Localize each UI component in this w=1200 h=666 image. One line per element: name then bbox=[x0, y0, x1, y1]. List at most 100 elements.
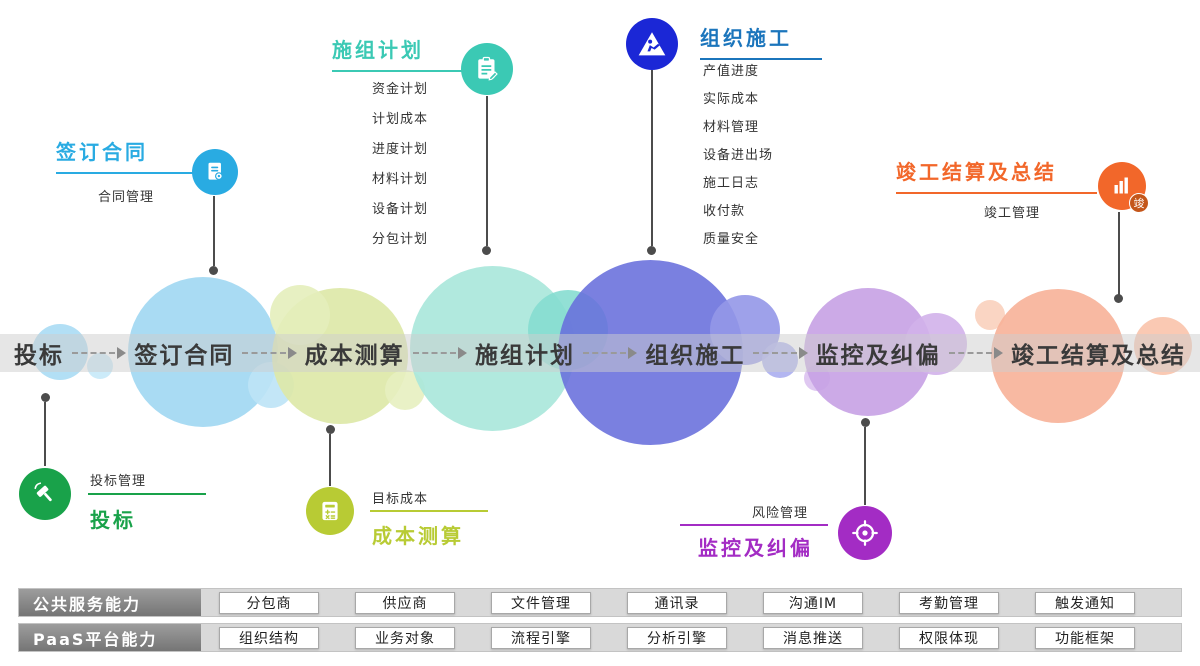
stage-organize-construction: 组织施工 bbox=[645, 343, 746, 369]
capability-item: 权限体现 bbox=[899, 626, 999, 649]
construction-plan-items: 资金计划 计划成本 进度计划 材料计划 设备计划 分包计划 bbox=[372, 78, 428, 247]
row-label: PaaS平台能力 bbox=[19, 624, 201, 651]
calculator-icon bbox=[306, 487, 354, 535]
completion-badge: 竣 bbox=[1129, 193, 1149, 213]
arrow-head bbox=[628, 347, 638, 359]
connector-dot bbox=[861, 418, 870, 427]
list-item: 分包计划 bbox=[372, 232, 429, 247]
arrow-dash bbox=[753, 352, 797, 354]
roadwork-icon bbox=[626, 18, 678, 70]
construction-plan-title: 施组计划 bbox=[332, 34, 472, 72]
flow-arrow-icon bbox=[948, 347, 1003, 359]
capability-item: 考勤管理 bbox=[899, 591, 999, 614]
capability-item: 触发通知 bbox=[1035, 591, 1135, 614]
arrow-head bbox=[287, 347, 297, 359]
arrow-head bbox=[457, 347, 467, 359]
bidding-title: 投标 bbox=[90, 508, 136, 532]
clipboard-glyph bbox=[478, 56, 498, 81]
monitoring-underline bbox=[680, 524, 828, 526]
list-item: 实际成本 bbox=[703, 92, 760, 107]
arrow-head bbox=[117, 347, 127, 359]
flow-arrow-icon bbox=[753, 347, 808, 359]
arrow-dash bbox=[582, 352, 627, 354]
connector-line bbox=[1118, 212, 1120, 296]
capability-item: 沟通IM bbox=[763, 591, 863, 614]
capability-item: 供应商 bbox=[355, 591, 455, 614]
list-item: 质量安全 bbox=[703, 232, 760, 247]
bars-glyph bbox=[1114, 177, 1128, 194]
stage-cost-estimate: 成本测算 bbox=[304, 343, 405, 369]
cost-estimate-underline bbox=[370, 510, 488, 512]
document-gear-glyph bbox=[208, 162, 223, 181]
stage-sign-contract: 签订合同 bbox=[134, 343, 235, 369]
stage-completion: 竣工结算及总结 bbox=[1010, 343, 1186, 369]
list-item: 收付款 bbox=[703, 204, 746, 219]
connector-line bbox=[651, 70, 653, 246]
connector-dot bbox=[326, 425, 335, 434]
list-item: 设备计划 bbox=[372, 202, 429, 217]
list-item: 产值进度 bbox=[703, 64, 760, 79]
arrow-dash bbox=[412, 352, 456, 354]
capability-item: 消息推送 bbox=[763, 626, 863, 649]
monitoring-title: 监控及纠偏 bbox=[698, 536, 813, 560]
connector-dot bbox=[482, 246, 491, 255]
arrow-head bbox=[993, 347, 1003, 359]
list-item: 资金计划 bbox=[372, 82, 429, 97]
stage-bidding: 投标 bbox=[14, 343, 64, 369]
sign-contract-title: 签订合同 bbox=[56, 136, 196, 174]
arrow-dash bbox=[72, 352, 116, 354]
connector-line bbox=[486, 96, 488, 246]
flow-arrow-icon bbox=[412, 347, 467, 359]
connector-dot bbox=[647, 246, 656, 255]
cost-estimate-item: 目标成本 bbox=[372, 492, 429, 507]
connector-dot bbox=[209, 266, 218, 275]
building-chart-icon: 竣 bbox=[1098, 162, 1149, 213]
sign-contract-item: 合同管理 bbox=[98, 190, 155, 205]
row-label: 公共服务能力 bbox=[19, 589, 201, 616]
capability-item: 流程引擎 bbox=[491, 626, 591, 649]
list-item: 计划成本 bbox=[372, 112, 429, 127]
arrow-dash bbox=[948, 352, 992, 354]
stage-monitoring: 监控及纠偏 bbox=[815, 343, 941, 369]
list-item: 设备进出场 bbox=[703, 148, 774, 163]
list-item: 施工日志 bbox=[703, 176, 760, 191]
capability-item: 业务对象 bbox=[355, 626, 455, 649]
flow-arrow-icon bbox=[582, 347, 638, 359]
connector-dot bbox=[1114, 294, 1123, 303]
timeline-band: 投标 签订合同 成本测算 施组计划 组织施工 监控及纠偏 竣工结算及总结 bbox=[0, 334, 1200, 372]
bidding-item: 投标管理 bbox=[90, 474, 147, 489]
gavel-glyph bbox=[34, 482, 52, 502]
contract-document-icon bbox=[192, 149, 238, 195]
capability-items: 组织结构 业务对象 流程引擎 分析引擎 消息推送 权限体现 功能框架 bbox=[201, 626, 1181, 649]
roadwork-glyph bbox=[638, 32, 666, 56]
target-icon bbox=[838, 506, 892, 560]
gavel-icon bbox=[19, 468, 71, 520]
organize-construction-title: 组织施工 bbox=[700, 22, 822, 60]
capability-items: 分包商 供应商 文件管理 通讯录 沟通IM 考勤管理 触发通知 bbox=[201, 591, 1181, 614]
bidding-underline bbox=[88, 493, 206, 495]
connector-line bbox=[44, 402, 46, 466]
arrow-head bbox=[798, 347, 808, 359]
completion-item: 竣工管理 bbox=[984, 206, 1041, 221]
capability-item: 文件管理 bbox=[491, 591, 591, 614]
clipboard-plan-icon bbox=[461, 43, 513, 95]
flow-arrow-icon bbox=[242, 347, 297, 359]
connector-line bbox=[864, 427, 866, 505]
stage-construction-plan: 施组计划 bbox=[474, 343, 575, 369]
completion-title: 竣工结算及总结 bbox=[896, 156, 1097, 194]
platform-capabilities: 公共服务能力 分包商 供应商 文件管理 通讯录 沟通IM 考勤管理 触发通知 P… bbox=[18, 588, 1182, 658]
service-capability-row: 公共服务能力 分包商 供应商 文件管理 通讯录 沟通IM 考勤管理 触发通知 bbox=[18, 588, 1182, 617]
arrow-dash bbox=[242, 352, 286, 354]
connector-dot bbox=[41, 393, 50, 402]
capability-item: 分析引擎 bbox=[627, 626, 727, 649]
capability-item: 分包商 bbox=[219, 591, 319, 614]
list-item: 材料计划 bbox=[372, 172, 429, 187]
paas-capability-row: PaaS平台能力 组织结构 业务对象 流程引擎 分析引擎 消息推送 权限体现 功… bbox=[18, 623, 1182, 652]
capability-item: 组织结构 bbox=[219, 626, 319, 649]
calculator-glyph bbox=[322, 501, 338, 521]
cost-estimate-title: 成本测算 bbox=[372, 524, 464, 548]
monitoring-item: 风险管理 bbox=[752, 506, 809, 521]
capability-item: 通讯录 bbox=[627, 591, 727, 614]
list-item: 进度计划 bbox=[372, 142, 429, 157]
